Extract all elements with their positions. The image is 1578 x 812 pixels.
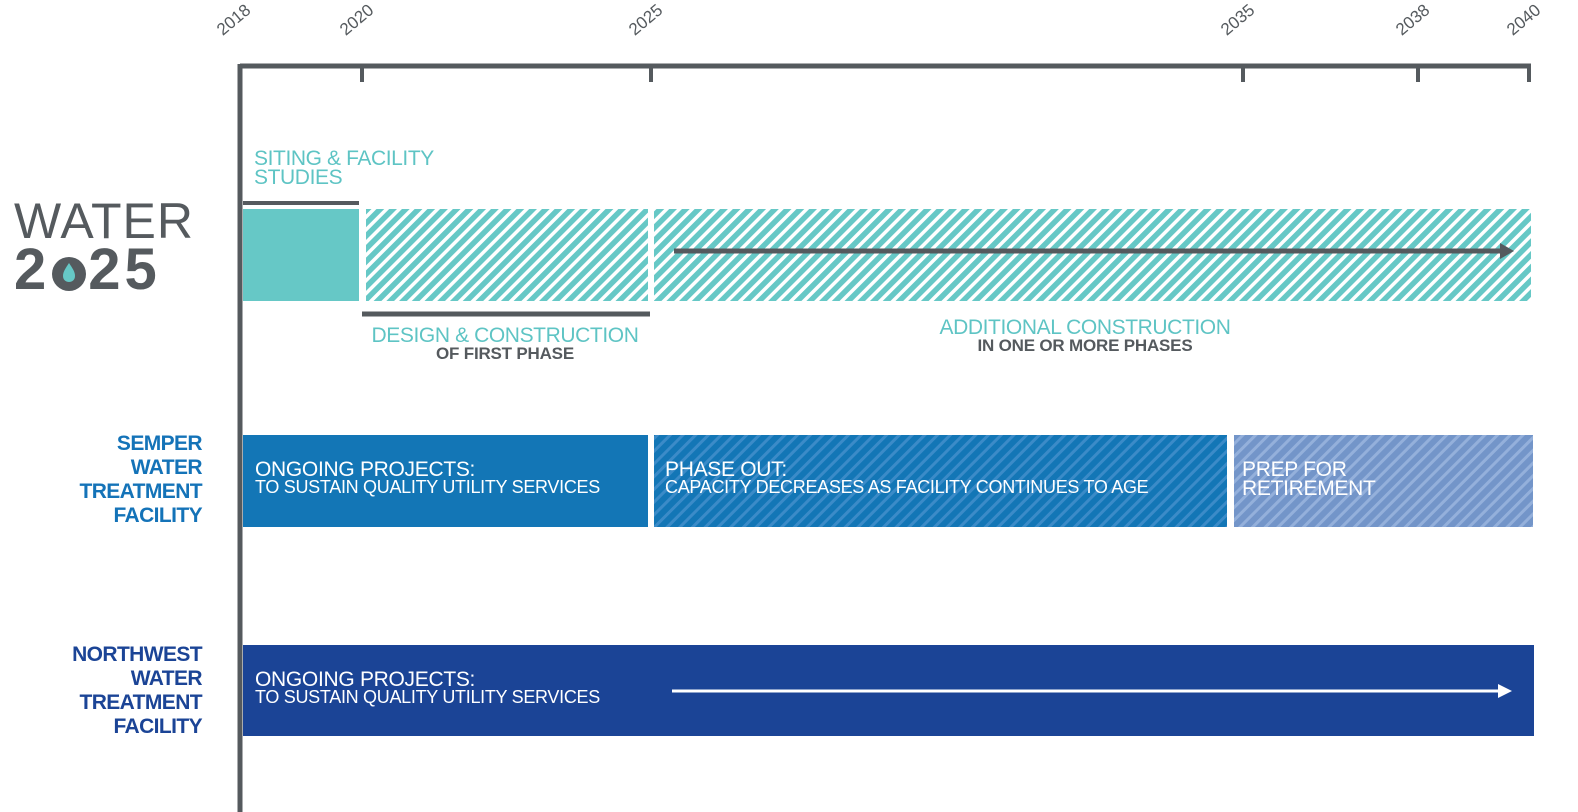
semper-ongoing-text: ONGOING PROJECTS: TO SUSTAIN QUALITY UTI… (255, 458, 600, 497)
logo-word: WATER (14, 193, 194, 249)
logo-year: 2 25 (14, 241, 214, 299)
semper-retirement-text: PREP FOR RETIREMENT (1242, 458, 1376, 500)
semper-phaseout-bar (654, 435, 1227, 527)
northwest-facility-label: NORTHWEST WATER TREATMENT FACILITY (72, 643, 203, 738)
semper-phaseout-text: PHASE OUT: CAPACITY DECREASES AS FACILIT… (665, 458, 1149, 497)
logo-digit-two: 2 (14, 237, 51, 302)
additional-construction-bar (654, 209, 1531, 301)
semper-retirement-bar (1234, 435, 1533, 527)
continuation-arrow-head (1500, 243, 1514, 259)
design-construction-bar (366, 209, 648, 301)
water2025-logo: WATER 2 25 (14, 193, 214, 299)
water-drop-icon (50, 247, 88, 293)
northwest-arrow-head (1498, 684, 1512, 698)
semper-facility-label: SEMPER WATER TREATMENT FACILITY (79, 432, 202, 527)
additional-construction-label: ADDITIONAL CONSTRUCTION IN ONE OR MORE P… (939, 316, 1231, 355)
design-construction-label: DESIGN & CONSTRUCTION OF FIRST PHASE (371, 324, 639, 363)
northwest-ongoing-text: ONGOING PROJECTS: TO SUSTAIN QUALITY UTI… (255, 668, 600, 707)
logo-digits-rest: 25 (88, 237, 161, 302)
siting-studies-bar (243, 209, 359, 301)
siting-studies-label: SITING & FACILITY STUDIES (254, 147, 434, 189)
semper-ongoing-bar (243, 435, 648, 527)
